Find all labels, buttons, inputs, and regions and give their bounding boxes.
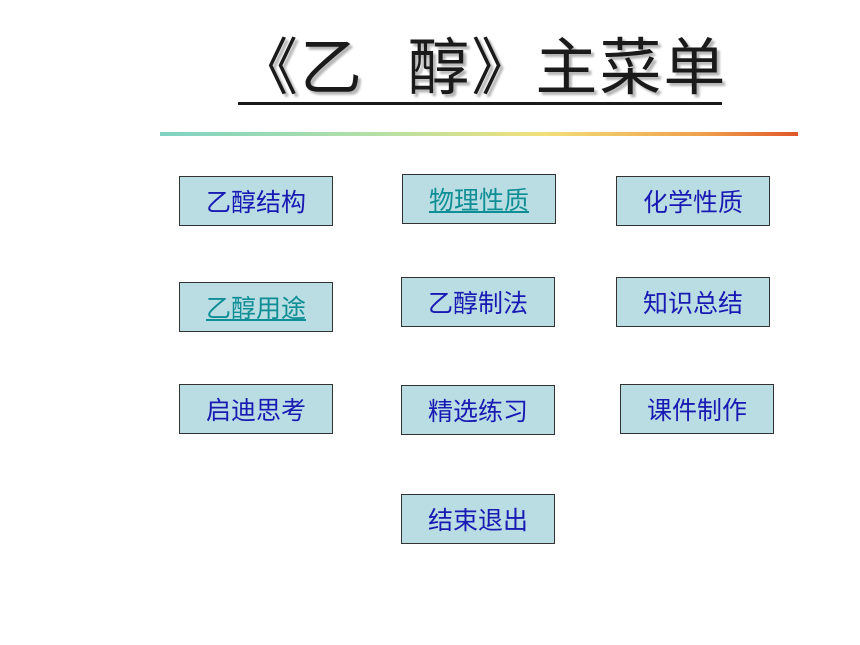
menu-button-inspiration[interactable]: 启迪思考 bbox=[179, 384, 333, 434]
menu-button-structure[interactable]: 乙醇结构 bbox=[179, 176, 333, 226]
menu-button-physical-properties[interactable]: 物理性质 bbox=[402, 174, 556, 224]
menu-button-exercises[interactable]: 精选练习 bbox=[401, 385, 555, 435]
menu-button-chemical-properties[interactable]: 化学性质 bbox=[616, 176, 770, 226]
menu-button-uses[interactable]: 乙醇用途 bbox=[179, 282, 333, 332]
title-underline bbox=[238, 102, 722, 105]
menu-button-preparation[interactable]: 乙醇制法 bbox=[401, 277, 555, 327]
menu-button-exit[interactable]: 结束退出 bbox=[401, 494, 555, 544]
page-title: 《乙 醇》主菜单 bbox=[236, 31, 728, 104]
gradient-divider bbox=[160, 132, 798, 136]
menu-button-summary[interactable]: 知识总结 bbox=[616, 277, 770, 327]
menu-button-credits[interactable]: 课件制作 bbox=[620, 384, 774, 434]
